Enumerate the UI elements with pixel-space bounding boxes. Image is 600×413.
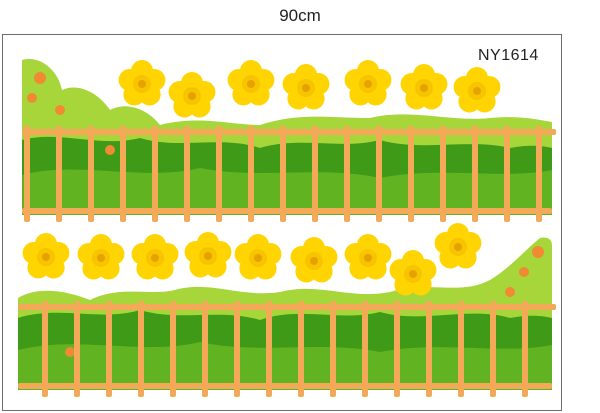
top-flower-row — [118, 60, 501, 118]
bottom-fence — [18, 301, 556, 397]
product-code-label: NY1614 — [478, 47, 539, 64]
yellow-flower-icon — [344, 234, 392, 280]
top-fence — [22, 126, 556, 222]
yellow-flower-icon — [22, 233, 70, 279]
yellow-flower-icon — [184, 232, 232, 278]
yellow-flower-icon — [168, 72, 216, 118]
yellow-flower-icon — [118, 60, 166, 106]
product-frame — [2, 34, 562, 411]
yellow-flower-icon — [234, 234, 282, 280]
bottom-bush-band — [18, 237, 552, 390]
yellow-flower-icon — [434, 223, 482, 269]
yellow-flower-icon — [453, 67, 501, 113]
yellow-flower-icon — [131, 234, 179, 280]
yellow-flower-icon — [77, 234, 125, 280]
bottom-flower-row — [22, 223, 482, 296]
yellow-flower-icon — [282, 64, 330, 110]
yellow-flower-icon — [389, 250, 437, 296]
width-dimension-label: 90cm — [279, 6, 321, 25]
yellow-flower-icon — [290, 237, 338, 283]
yellow-flower-icon — [344, 60, 392, 106]
yellow-flower-icon — [400, 64, 448, 110]
yellow-flower-icon — [227, 60, 275, 106]
